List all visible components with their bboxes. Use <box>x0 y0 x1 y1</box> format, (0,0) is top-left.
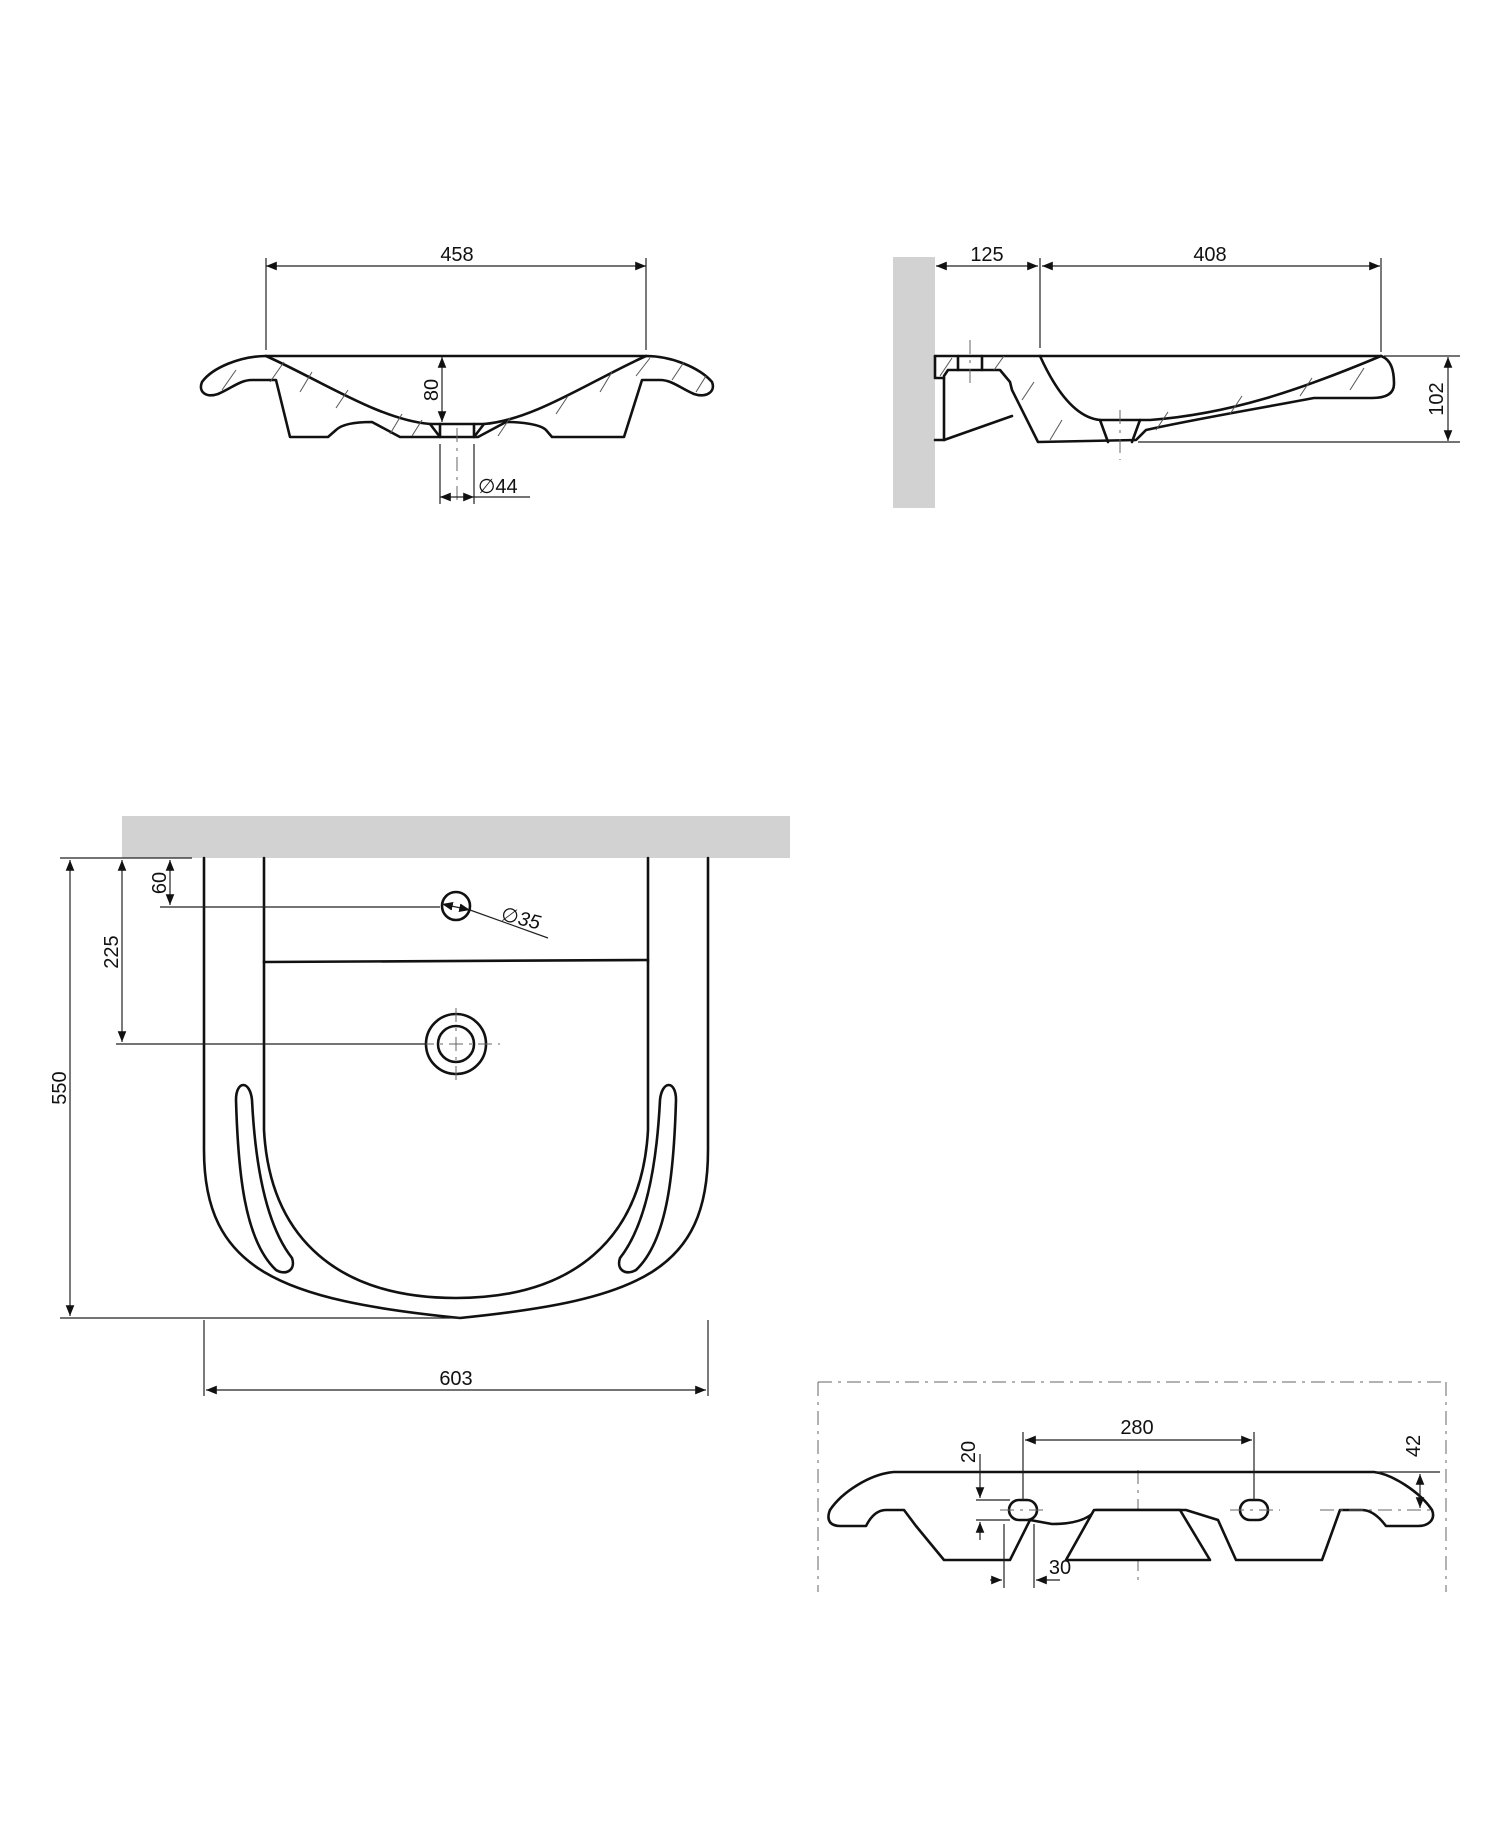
basin-plan-outline <box>202 856 710 1320</box>
plan-depth-label: 550 <box>49 1071 71 1104</box>
basin-side-section <box>933 354 1396 444</box>
slot-width-label: 30 <box>1049 1557 1071 1579</box>
tap-hole-offset-label: 60 <box>149 872 171 894</box>
bottom-view: 280 20 42 30 <box>817 1381 1447 1592</box>
slot-offset-label: 42 <box>1403 1435 1425 1457</box>
front-width-label: 458 <box>440 244 473 266</box>
front-depth-label: 80 <box>421 379 443 401</box>
tap-hole <box>440 890 472 922</box>
basin-bottom-outline <box>827 1470 1435 1562</box>
slot-height-label: 20 <box>958 1441 980 1463</box>
drain-offset-label: 225 <box>101 935 123 968</box>
wall-offset-label: 125 <box>970 244 1003 266</box>
basin-length-label: 408 <box>1193 244 1226 266</box>
side-section-view: 125 408 102 <box>893 244 1460 508</box>
wall-side <box>893 257 935 508</box>
basin-front-section <box>199 354 715 439</box>
plan-width-label: 603 <box>439 1368 472 1390</box>
mount-spacing-label: 280 <box>1120 1417 1153 1439</box>
side-height-label: 102 <box>1426 382 1448 415</box>
drain-inner-ring <box>436 1024 476 1064</box>
plan-view: 60 225 550 603 ∅35 <box>49 816 790 1396</box>
tap-hole-diameter-label: ∅35 <box>499 904 544 935</box>
front-section-view: 458 80 ∅44 <box>199 244 715 504</box>
drain-diameter-label: ∅44 <box>478 476 518 498</box>
wall-plan <box>122 816 790 858</box>
